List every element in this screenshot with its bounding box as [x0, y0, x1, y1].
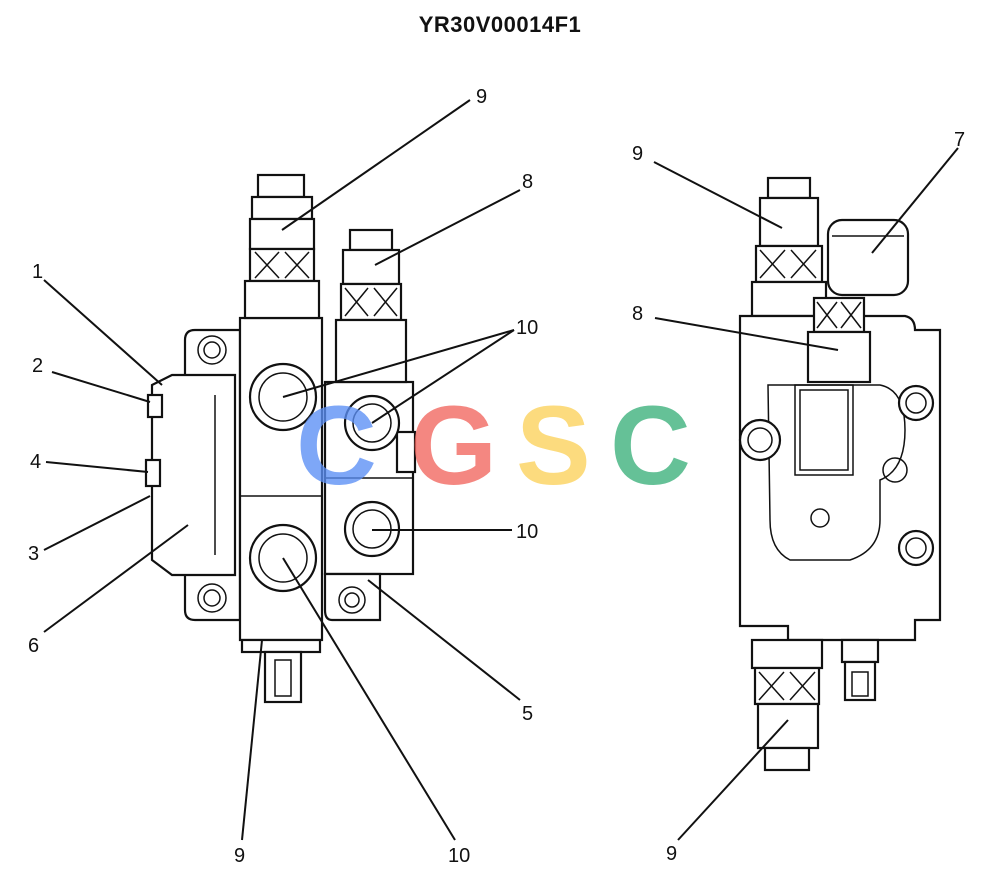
callout-1: 1 [32, 261, 43, 283]
callout-9-top-right: 9 [632, 143, 643, 165]
callout-8-left: 8 [522, 171, 533, 193]
callout-9-bottom-right: 9 [666, 843, 677, 865]
callout-3: 3 [28, 543, 39, 565]
callout-8-right: 8 [632, 303, 643, 325]
leader-lines [43, 99, 959, 841]
drawing-title: YR30V00014F1 [418, 12, 582, 37]
watermark-letter: S [516, 383, 591, 508]
watermark-letter: C [296, 383, 377, 508]
callout-10-bottom: 10 [448, 845, 470, 867]
callout-6: 6 [28, 635, 39, 657]
right-view [738, 176, 942, 772]
callout-10-mid: 10 [516, 521, 538, 543]
callout-4: 4 [30, 451, 41, 473]
callout-5: 5 [522, 703, 533, 725]
watermark: C G S C [296, 383, 691, 508]
watermark-letter: C [610, 383, 691, 508]
callout-9-top-left: 9 [476, 86, 487, 108]
callout-2: 2 [32, 355, 43, 377]
left-view [144, 173, 417, 704]
callout-7: 7 [954, 129, 965, 151]
callout-labels: 1 2 4 3 6 9 8 10 10 5 9 10 9 7 8 9 [28, 86, 965, 867]
callout-9-bottom-left: 9 [234, 845, 245, 867]
watermark-letter: G [410, 383, 497, 508]
callout-10-top: 10 [516, 317, 538, 339]
